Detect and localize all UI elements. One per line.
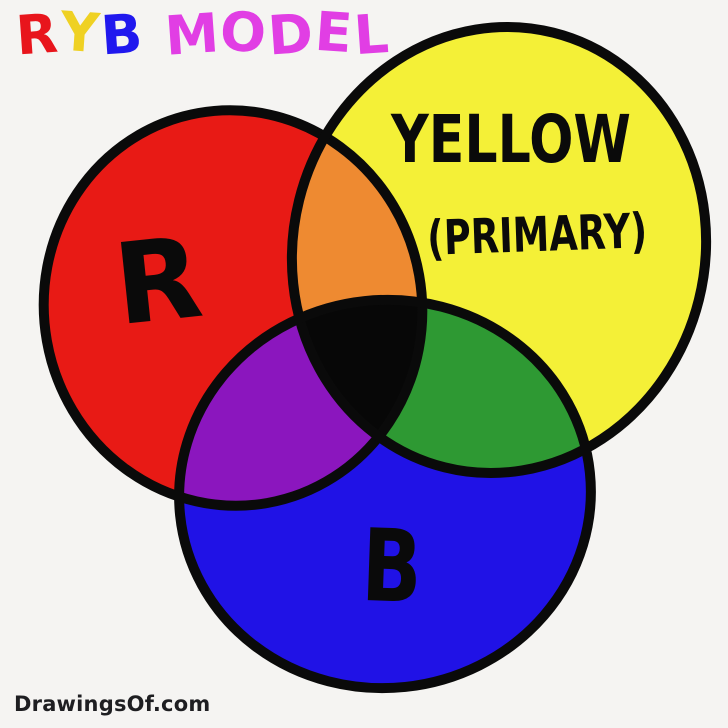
blue-circle-label: B <box>360 507 424 626</box>
red-circle-label: R <box>109 213 208 351</box>
yellow-circle-label: YELLOW <box>390 101 631 178</box>
watermark-text: DrawingsOf.com <box>14 692 211 716</box>
yellow-circle-sublabel: (PRIMARY) <box>426 203 648 267</box>
